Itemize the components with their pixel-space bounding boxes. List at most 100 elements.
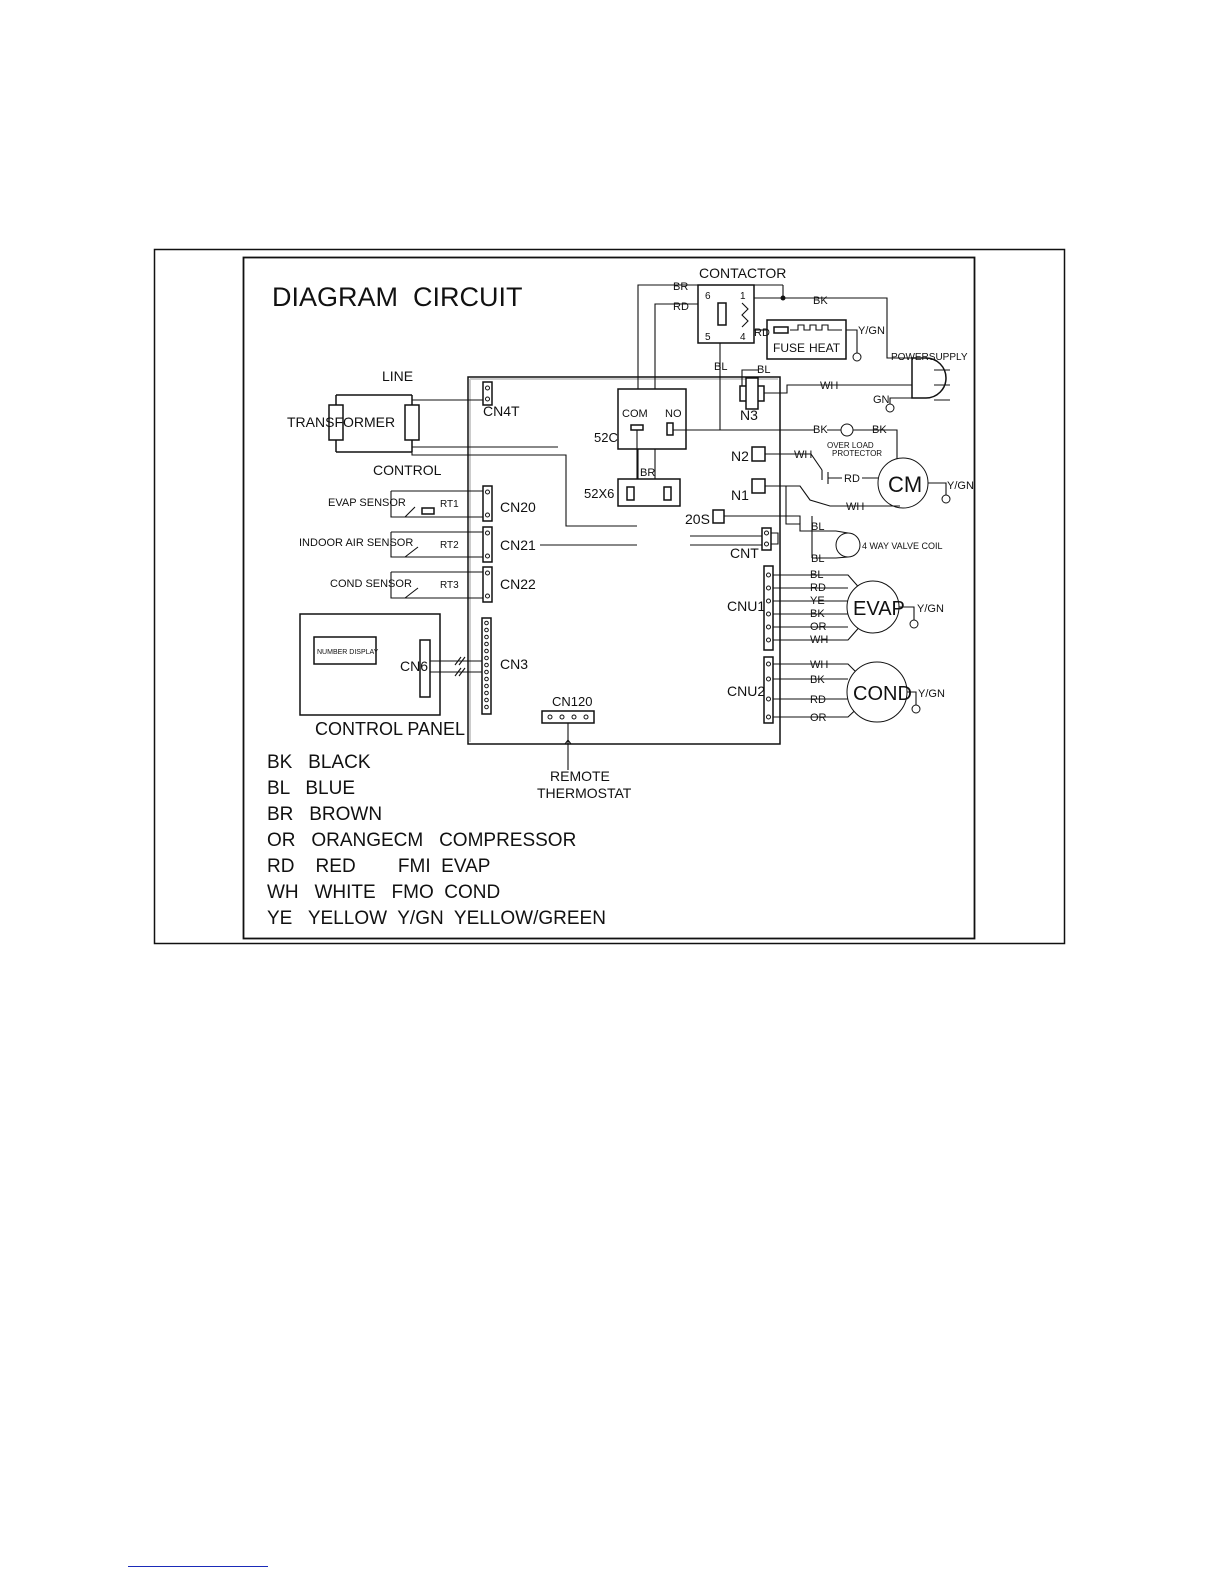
gn-label: GN: [873, 394, 890, 406]
diagram-title: DIAGRAM CIRCUIT: [272, 282, 523, 312]
remote-label: REMOTE: [550, 768, 610, 784]
evap-wire-bk: BK: [810, 608, 825, 620]
legend-item: BK BLACK: [267, 752, 371, 773]
legend-item: OR ORANGECM COMPRESSOR: [267, 830, 576, 851]
wire-wh-n2: WH: [794, 449, 812, 461]
cond-wire-bk: BK: [810, 674, 825, 686]
cn22-connector: [482, 566, 493, 603]
cn21-label: CN21: [500, 537, 536, 553]
cnu1-label: CNU1: [727, 598, 765, 614]
ygn-cm: Y/GN: [947, 480, 974, 492]
fuse-label: FUSE: [773, 341, 805, 355]
relay-52x6-right: [663, 486, 672, 501]
cond-wire-rd: RD: [810, 694, 826, 706]
cn3-pin: [484, 634, 489, 640]
cn20-connector: [482, 485, 493, 522]
cn22-label: CN22: [500, 576, 536, 592]
power-plug: [911, 357, 950, 401]
legend-item: RD RED FMI EVAP: [267, 856, 490, 877]
cn3-connector: [481, 617, 492, 715]
wire-bk-ovl2: BK: [872, 424, 887, 436]
cnt-connector: [761, 527, 772, 551]
cn4t-connector: [482, 381, 493, 406]
contactor-pin-4: 4: [740, 332, 746, 343]
cn3-pin: [484, 662, 489, 668]
evap-sensor-label: EVAP SENSOR: [328, 497, 406, 509]
s20-label: 20S: [685, 511, 710, 527]
n3-relay: [739, 377, 765, 410]
cn3-pin: [484, 690, 489, 696]
thermostat-label: THERMOSTAT: [537, 785, 632, 801]
cond-wire-or: OR: [810, 712, 827, 724]
ygn-heat: Y/GN: [858, 325, 885, 337]
footer-link-line: [128, 1566, 268, 1567]
overload-protector: [840, 423, 854, 437]
cond-wire-wh: WH: [810, 659, 828, 671]
rt3-label: RT3: [440, 580, 459, 591]
n2-terminal: [751, 446, 766, 462]
transformer: [328, 394, 420, 453]
cn6-connector: [419, 639, 431, 698]
cond-label: COND: [853, 683, 912, 705]
overload-label-1: OVER LOAD: [827, 441, 874, 450]
cn3-pin: [484, 648, 489, 654]
contactor-label: CONTACTOR: [699, 265, 786, 281]
contactor-pin-6: 6: [705, 291, 711, 302]
cn120-label: CN120: [552, 694, 592, 709]
wire-bl-valve2: BL: [811, 553, 824, 565]
wire-br-top: BR: [673, 281, 688, 293]
contactor-pin-5: 5: [705, 332, 711, 343]
legend-item: BR BROWN: [267, 804, 382, 825]
four-way-valve-label: 4 WAY VALVE COIL: [862, 541, 943, 551]
cn21-connector: [482, 526, 493, 563]
four-way-valve-coil: [835, 532, 861, 558]
legend: BK BLACK BL BLUE BR BROWN OR ORANGECM CO…: [267, 752, 606, 929]
evap-wire-ye: YE: [810, 595, 825, 607]
outer-frame: [153, 248, 1066, 945]
indoor-air-sensor-label: INDOOR AIR SENSOR: [299, 537, 413, 549]
cond-sensor: [390, 571, 483, 599]
ground-heat: [852, 352, 862, 362]
power-supply-label: POWERSUPPLY: [891, 352, 968, 363]
contactor-pin-1: 1: [740, 291, 746, 302]
inner-frame: [242, 256, 976, 940]
cn120-connector: [541, 710, 595, 724]
rt1-label: RT1: [440, 499, 459, 510]
control-board-shade: [469, 378, 778, 742]
cn20-label: CN20: [500, 499, 536, 515]
evap-wire-bl: BL: [810, 569, 823, 581]
cn3-pin: [484, 697, 489, 703]
ground-cm: [941, 494, 951, 504]
cn6-label: CN6: [400, 658, 428, 674]
cn3-pin: [484, 676, 489, 682]
ground-cond: [911, 704, 921, 714]
relay-52x6-left: [626, 486, 635, 501]
wire-bl-n3: BL: [757, 364, 770, 376]
overload-label-2: PROTECTOR: [832, 449, 882, 458]
cn4t-label: CN4T: [483, 403, 520, 419]
wire-bl-valve1: BL: [811, 521, 824, 533]
n2-label: N2: [731, 448, 749, 464]
s20-terminal: [712, 509, 725, 524]
cn3-pin: [484, 683, 489, 689]
rt2-label: RT2: [440, 540, 459, 551]
no-contact: [666, 422, 674, 436]
ground-power: [885, 403, 895, 413]
cn3-pin: [484, 704, 489, 710]
n1-label: N1: [731, 487, 749, 503]
wire-br-relay: BR: [640, 467, 655, 479]
wire-bl-contactor: BL: [714, 361, 727, 373]
wire-bk-ovl1: BK: [813, 424, 828, 436]
wire-rd-top: RD: [673, 301, 689, 313]
cn3-pin: [484, 627, 489, 633]
transformer-label: TRANSFORMER: [287, 414, 395, 430]
number-display: [313, 636, 377, 665]
wire-wh-n3: WH: [820, 380, 838, 392]
com-contact: [630, 424, 644, 431]
control-board: [467, 376, 781, 745]
heat-label: HEAT: [809, 341, 841, 355]
control-panel-label: CONTROL PANEL: [315, 719, 465, 739]
heat-element: [790, 324, 842, 331]
